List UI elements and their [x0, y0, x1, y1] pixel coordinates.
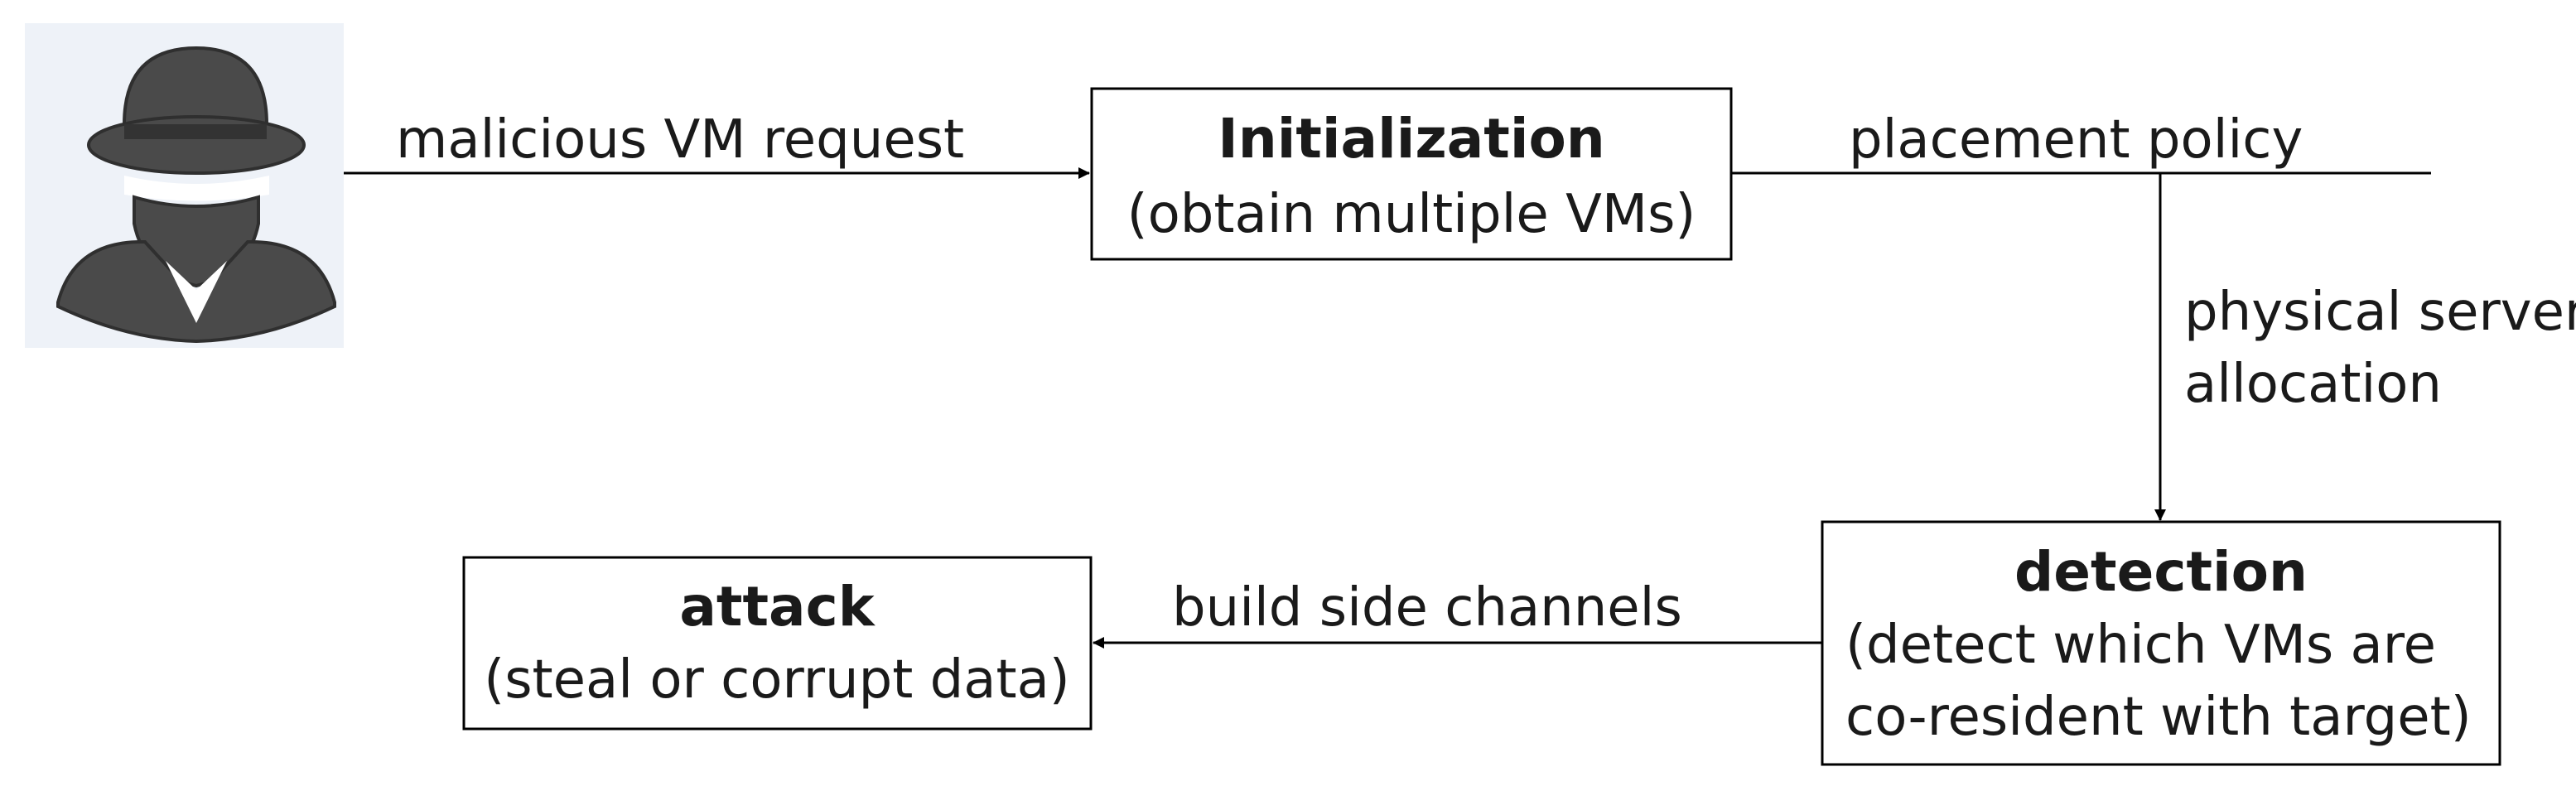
side-channels-label: build side channels	[1172, 577, 1682, 639]
physical-server-label-line2: allocation	[2184, 354, 2442, 415]
initialization-box: Initialization (obtain multiple VMs)	[1090, 87, 1733, 261]
initialization-title: Initialization	[1218, 107, 1605, 171]
detection-subtitle-line1: (detect which VMs are	[1845, 615, 2436, 676]
detection-box: detection (detect which VMs are co-resid…	[1821, 520, 2501, 766]
physical-server-label-line1: physical server	[2184, 282, 2576, 343]
attack-box: attack (steal or corrupt data)	[462, 556, 1093, 731]
hacker-icon	[25, 23, 344, 348]
attack-title: attack	[679, 575, 876, 639]
placement-policy-label: placement policy	[1849, 109, 2303, 171]
detection-subtitle-line2: co-resident with target)	[1845, 687, 2472, 748]
initialization-subtitle: (obtain multiple VMs)	[1127, 184, 1696, 245]
detection-title: detection	[2014, 540, 2308, 604]
malicious-request-label: malicious VM request	[396, 109, 964, 171]
attack-subtitle: (steal or corrupt data)	[484, 649, 1070, 711]
